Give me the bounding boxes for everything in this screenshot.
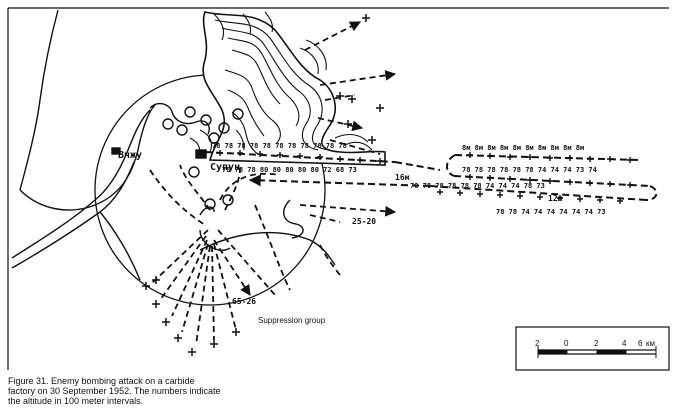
place-label-vchzhu: Вчжу — [118, 150, 142, 161]
factory-complex — [111, 102, 244, 210]
svg-text:4: 4 — [622, 339, 627, 348]
svg-text:2: 2 — [594, 339, 599, 348]
approach-paths — [199, 199, 336, 266]
bomber-crosses-north — [336, 14, 384, 144]
reservoir-contours — [189, 11, 386, 166]
svg-text:12м: 12м — [548, 194, 563, 203]
bomber-arrows-north — [304, 21, 397, 155]
svg-text:78 78 74 74 74 74 74 74 73: 78 78 74 74 74 74 74 74 73 — [496, 208, 606, 216]
suppression-group-tracks — [149, 164, 341, 346]
caption-line-2: factory on 30 September 1952. The number… — [8, 386, 221, 396]
svg-text:78 78 78 78 78 78 78 78 78 78: 78 78 78 78 78 78 78 78 78 78 78 — [212, 142, 347, 150]
svg-text:78 78 78 78 78 78 74 74 74 78: 78 78 78 78 78 78 74 74 74 78 73 — [410, 182, 545, 190]
map-frame — [7, 7, 669, 370]
svg-text:78 78 78 78 78 78 74 74 74 73: 78 78 78 78 78 78 74 74 74 73 74 — [462, 166, 597, 174]
bomber-crosses-upper — [217, 150, 633, 204]
svg-text:км: км — [646, 339, 655, 348]
caption-line-3: the altitude in 100 meter intervals. — [8, 396, 144, 406]
altitude-labels: 78 78 78 78 78 78 78 78 78 78 78 78 78 7… — [212, 142, 606, 306]
svg-text:25-20: 25-20 — [352, 217, 376, 226]
suppression-group-label: Suppression group — [258, 316, 326, 325]
svg-text:8м 8м 8м 8м 8м 8м 8м 8м 8м 8м: 8м 8м 8м 8м 8м 8м 8м 8м 8м 8м — [462, 144, 584, 152]
river-coastline — [11, 9, 156, 281]
svg-text:16м: 16м — [395, 173, 410, 182]
figure-caption: Figure 31. Enemy bombing attack on a car… — [8, 376, 308, 406]
caption-line-1: Figure 31. Enemy bombing attack on a car… — [8, 376, 195, 386]
scale-bar-labels: 2 0 2 4 6 км — [535, 339, 655, 348]
scale-bar — [515, 326, 670, 371]
svg-text:65-26: 65-26 — [232, 297, 256, 306]
svg-text:2: 2 — [535, 339, 540, 348]
place-label-supung: Супун — [210, 162, 240, 173]
svg-text:6: 6 — [638, 339, 643, 348]
svg-text:78 78 78 80 80 80 80 80 72 68: 78 78 78 80 80 80 80 80 72 68 73 — [222, 166, 357, 174]
approach-paths-dashed — [299, 204, 397, 223]
suppression-group-crosses — [142, 276, 240, 356]
svg-text:0: 0 — [564, 339, 569, 348]
